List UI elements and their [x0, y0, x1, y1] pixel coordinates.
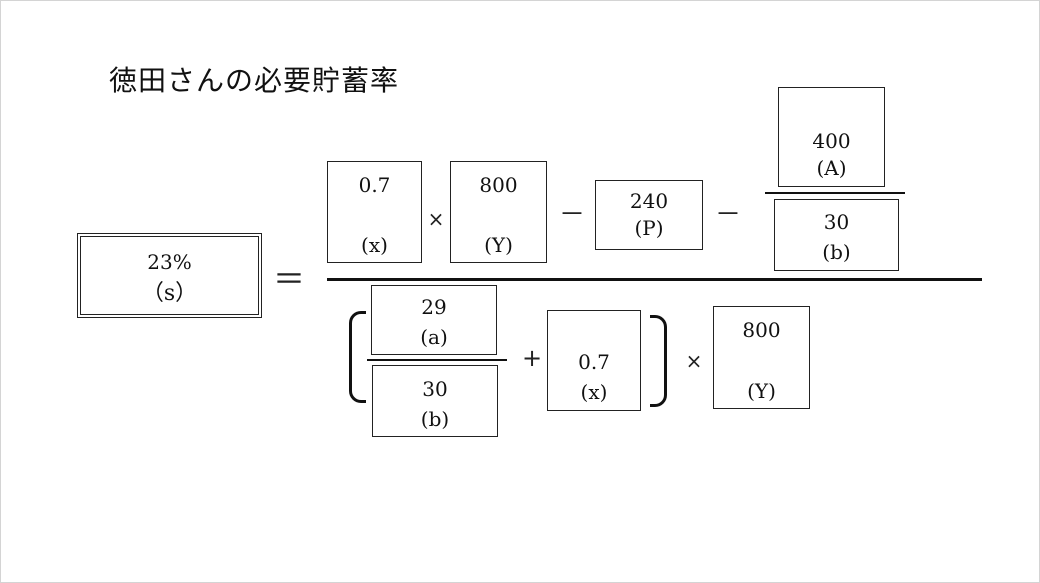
denominator-x-value: 0.7 [578, 350, 610, 374]
denominator-Y-label: (Y) [747, 379, 776, 403]
numerator-Y-label: (Y) [484, 233, 513, 257]
denominator-a-box: 29 (a) [371, 285, 497, 355]
page-title: 徳田さんの必要貯蓄率 [109, 64, 400, 97]
numerator-x-label: (x) [361, 233, 388, 257]
equals-sign: ＝ [272, 260, 305, 298]
times-sign-denominator: × [685, 349, 703, 373]
result-label: （s） [141, 281, 198, 306]
denominator-x-label: (x) [580, 380, 608, 404]
denominator-b-box: 30 (b) [372, 365, 498, 437]
left-parenthesis [349, 311, 366, 403]
result-box: 23% （s） [77, 233, 262, 318]
numerator-b-value: 30 [823, 210, 850, 234]
numerator-A-box: 400 (A) [778, 87, 885, 187]
numerator-P-box: 240 (P) [595, 180, 703, 250]
denominator-a-label: (a) [420, 325, 448, 349]
numerator-A-value: 400 [812, 129, 851, 153]
numerator-Y-box: 800 (Y) [450, 161, 547, 263]
denominator-sub-fraction-bar [367, 359, 507, 361]
minus-sign-2: － [714, 200, 741, 230]
numerator-b-box: 30 (b) [774, 199, 899, 271]
numerator-x-box: 0.7 (x) [327, 161, 422, 263]
denominator-b-label: (b) [420, 407, 450, 431]
minus-sign-1: － [558, 200, 585, 230]
denominator-x-box: 0.7 (x) [547, 310, 641, 411]
right-parenthesis [650, 315, 667, 407]
numerator-x-value: 0.7 [358, 173, 391, 197]
denominator-a-value: 29 [421, 295, 447, 319]
numerator-P-label: (P) [634, 216, 664, 240]
denominator-Y-box: 800 (Y) [713, 306, 810, 409]
numerator-P-value: 240 [629, 189, 669, 213]
numerator-b-label: (b) [822, 240, 851, 264]
denominator-Y-value: 800 [742, 318, 781, 342]
numerator-sub-fraction-bar [765, 192, 905, 194]
numerator-Y-value: 800 [479, 173, 518, 197]
denominator-b-value: 30 [422, 377, 448, 401]
main-fraction-bar [327, 278, 982, 281]
result-value: 23% [147, 250, 192, 274]
times-sign-numerator: × [427, 207, 445, 231]
numerator-A-label: (A) [816, 156, 847, 180]
plus-sign: + [521, 344, 543, 372]
